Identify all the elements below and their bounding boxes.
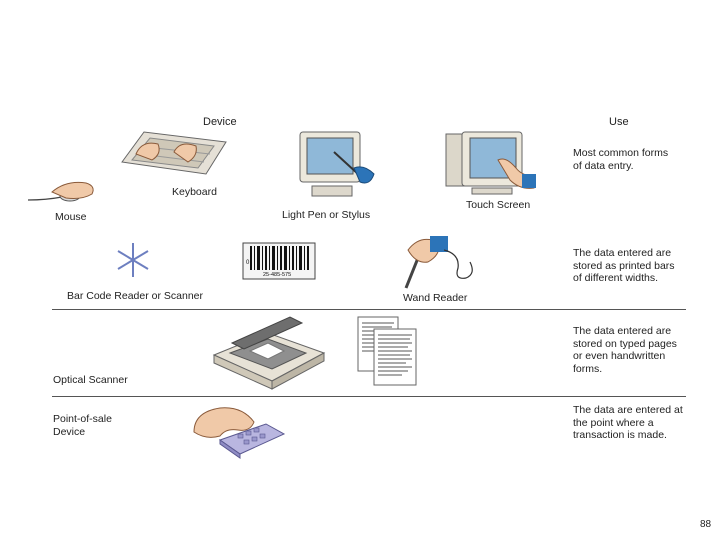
page-number: 88: [700, 519, 712, 530]
use-text-row4: The data are entered at the point where …: [573, 404, 683, 441]
keyboard-label: Keyboard: [172, 186, 217, 198]
svg-text:0: 0: [246, 260, 250, 266]
scanner-beam-icon: [117, 243, 149, 277]
barcode-icon: 0 25-485-575: [242, 242, 316, 280]
use-column-header: Use: [609, 116, 629, 128]
use-text-row2: The data entered are stored as printed b…: [573, 247, 675, 284]
flatbed-scanner-icon: [212, 316, 326, 390]
document-pages-icon: [357, 316, 417, 386]
barcode-digits: 25-485-575: [263, 272, 291, 278]
device-column-header: Device: [203, 116, 237, 128]
touch-screen-label: Touch Screen: [466, 199, 531, 211]
touch-screen-monitor-icon: [445, 131, 536, 195]
mouse-icon: [27, 181, 94, 202]
row-divider: [52, 396, 686, 397]
pos-label-line2: Device: [53, 426, 86, 438]
keyboard-icon: [121, 131, 227, 175]
optical-scanner-label: Optical Scanner: [53, 374, 128, 386]
bar-code-reader-label: Bar Code Reader or Scanner: [67, 290, 203, 302]
pos-device-icon: [193, 407, 286, 459]
light-pen-label: Light Pen or Stylus: [282, 209, 371, 221]
row-divider: [52, 309, 686, 310]
mouse-label: Mouse: [55, 211, 87, 223]
use-text-row3: The data entered are stored on typed pag…: [573, 325, 677, 375]
use-text-row1: Most common forms of data entry.: [573, 147, 669, 172]
wand-reader-label: Wand Reader: [403, 292, 468, 304]
wand-reader-icon: [404, 236, 473, 289]
light-pen-monitor-icon: [299, 131, 375, 197]
pos-label-line1: Point-of-sale: [53, 413, 112, 425]
